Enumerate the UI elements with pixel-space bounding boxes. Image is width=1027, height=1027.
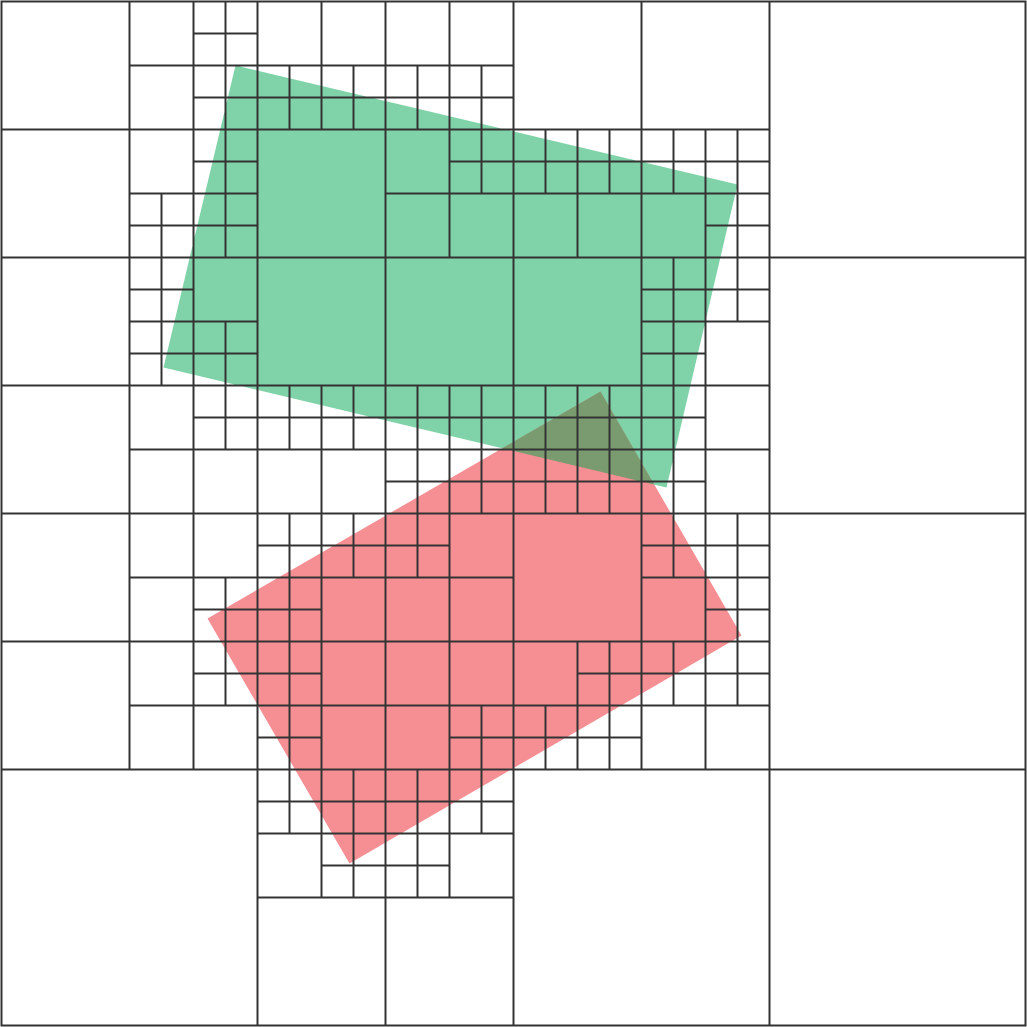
quadtree-cell bbox=[768, 768, 1027, 1027]
red-rectangle bbox=[207, 391, 742, 864]
green-rectangle bbox=[163, 65, 738, 488]
shapes-layer bbox=[163, 65, 742, 864]
